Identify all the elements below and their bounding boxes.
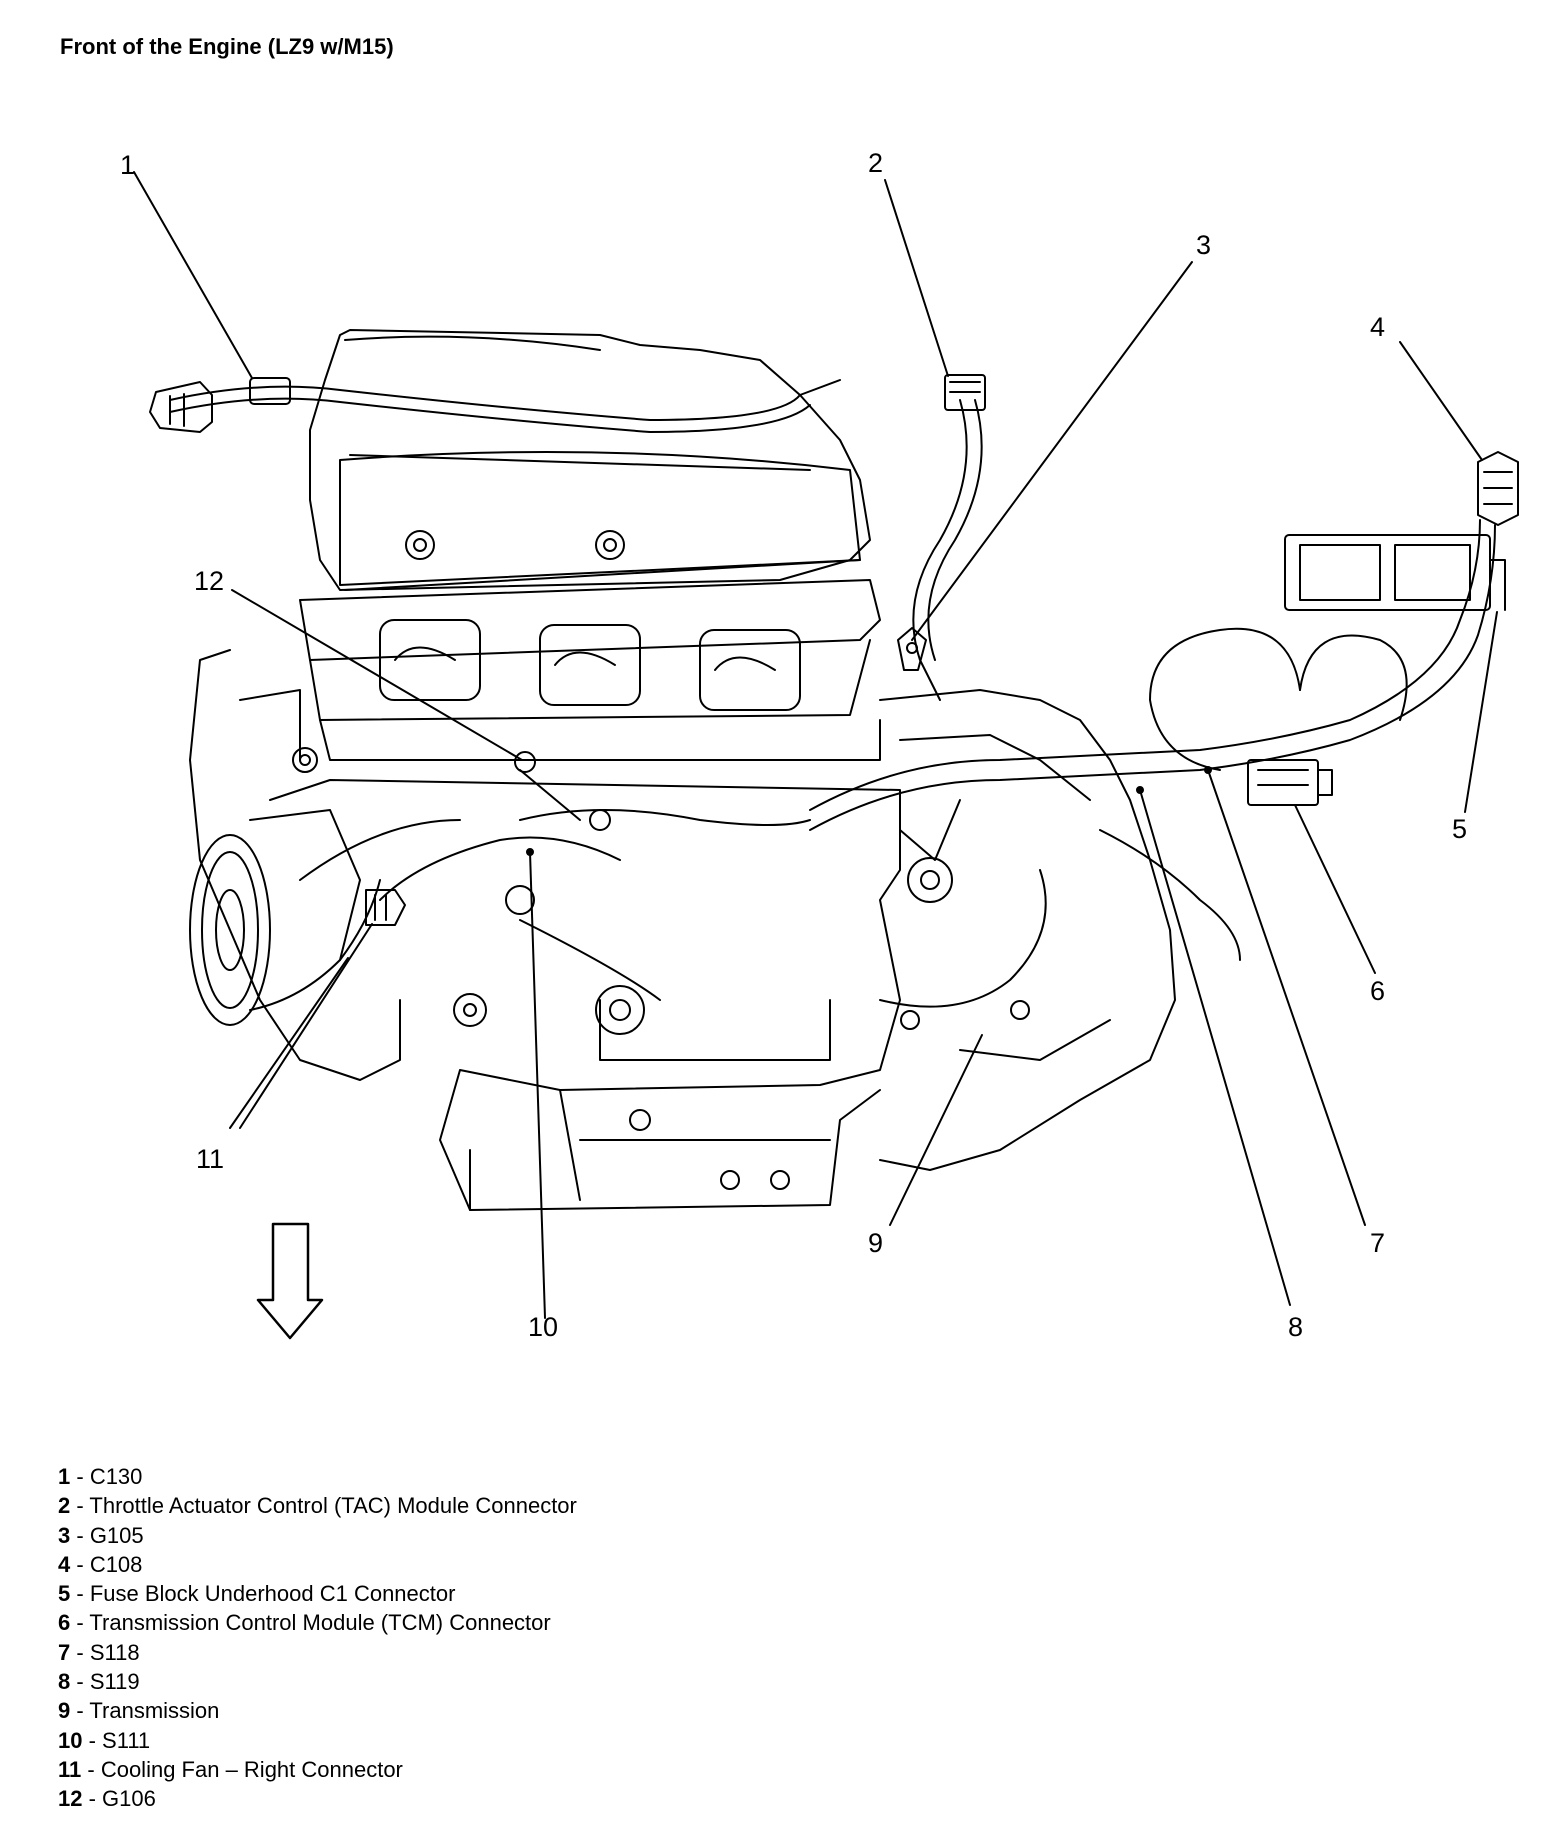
legend-number: 3 xyxy=(58,1522,71,1548)
legend-item: 7 - S118 xyxy=(58,1638,577,1667)
legend-text: S119 xyxy=(89,1669,140,1695)
legend-separator: - xyxy=(82,1786,103,1812)
legend-text: G106 xyxy=(102,1786,156,1812)
legend-item: 5 - Fuse Block Underhood C1 Connector xyxy=(58,1579,577,1608)
legend-item: 1 - C130 xyxy=(58,1462,577,1491)
callout-8: 8 xyxy=(1288,1312,1303,1342)
legend-separator: - xyxy=(82,1727,103,1753)
legend-separator: - xyxy=(70,1493,90,1519)
callout-2: 2 xyxy=(868,148,883,178)
legend-text: Transmission xyxy=(89,1698,220,1724)
legend-item: 6 - Transmission Control Module (TCM) Co… xyxy=(58,1608,577,1637)
callout-3: 3 xyxy=(1196,230,1211,260)
legend-item: 8 - S119 xyxy=(58,1667,577,1696)
legend-item: 11 - Cooling Fan – Right Connector xyxy=(58,1755,577,1784)
legend-item: 12 - G106 xyxy=(58,1784,577,1813)
legend-separator: - xyxy=(70,1669,90,1695)
legend-text: Cooling Fan – Right Connector xyxy=(100,1756,403,1782)
engine-block xyxy=(189,329,1176,1211)
legend-item: 9 - Transmission xyxy=(58,1696,577,1725)
legend-item: 10 - S111 xyxy=(58,1726,577,1755)
connector-tac-module xyxy=(944,374,986,411)
ground-g106 xyxy=(514,751,581,821)
legend-separator: - xyxy=(70,1581,90,1607)
legend-text: Throttle Actuator Control (TAC) Module C… xyxy=(89,1493,577,1519)
legend-number: 1 xyxy=(58,1464,71,1489)
legend-separator: - xyxy=(70,1551,90,1577)
callout-5: 5 xyxy=(1452,814,1467,844)
legend-text: S111 xyxy=(102,1727,151,1753)
legend-number: 8 xyxy=(58,1669,71,1695)
legend-number: 5 xyxy=(58,1581,71,1607)
callout-6: 6 xyxy=(1370,976,1385,1006)
legend-text: C130 xyxy=(89,1464,143,1489)
legend-separator: - xyxy=(70,1610,90,1636)
callout-4: 4 xyxy=(1370,312,1385,342)
callout-10: 10 xyxy=(528,1312,558,1342)
legend-number: 6 xyxy=(58,1610,71,1636)
legend-separator: - xyxy=(81,1756,101,1782)
legend-number: 4 xyxy=(58,1551,71,1577)
fuse-block-underhood xyxy=(1284,534,1506,611)
callout-12: 12 xyxy=(194,566,224,596)
legend-number: 2 xyxy=(58,1493,71,1519)
legend-item: 2 - Throttle Actuator Control (TAC) Modu… xyxy=(58,1491,577,1520)
callout-numbers: 1 2 3 4 5 6 7 8 9 10 11 12 xyxy=(120,148,1467,1342)
legend-text: Fuse Block Underhood C1 Connector xyxy=(89,1581,456,1607)
engine-illustration: 1 2 3 4 5 6 7 8 9 10 11 12 xyxy=(120,148,1519,1342)
leader-lines xyxy=(133,171,1498,1319)
legend-text: G105 xyxy=(89,1522,144,1548)
legend-number: 10 xyxy=(58,1727,83,1753)
legend-separator: - xyxy=(70,1522,90,1548)
connector-cooling-fan-right xyxy=(365,889,406,926)
diagram-title: Front of the Engine (LZ9 w/M15) xyxy=(60,34,394,59)
legend-separator: - xyxy=(70,1464,90,1489)
connector-c130 xyxy=(149,377,291,433)
callout-1: 1 xyxy=(120,150,135,180)
legend-text: C108 xyxy=(89,1551,143,1577)
legend-separator: - xyxy=(70,1639,90,1665)
wiring-harness xyxy=(169,379,1496,1011)
legend-item: 4 - C108 xyxy=(58,1550,577,1579)
legend-number: 9 xyxy=(58,1698,71,1724)
callout-9: 9 xyxy=(868,1228,883,1258)
connector-tcm xyxy=(1247,759,1333,806)
connector-c108 xyxy=(1477,451,1519,526)
legend-separator: - xyxy=(70,1698,90,1724)
legend: 1 - C130 2 - Throttle Actuator Control (… xyxy=(58,1462,577,1814)
legend-item: 3 - G105 xyxy=(58,1521,577,1550)
front-direction-arrow xyxy=(256,1222,324,1340)
callout-7: 7 xyxy=(1370,1228,1385,1258)
ground-g105 xyxy=(897,627,927,671)
legend-text: Transmission Control Module (TCM) Connec… xyxy=(89,1610,551,1636)
callout-11: 11 xyxy=(196,1144,224,1174)
legend-text: S118 xyxy=(89,1639,140,1665)
legend-number: 12 xyxy=(58,1786,83,1812)
legend-number: 11 xyxy=(58,1756,82,1782)
legend-number: 7 xyxy=(58,1639,71,1665)
